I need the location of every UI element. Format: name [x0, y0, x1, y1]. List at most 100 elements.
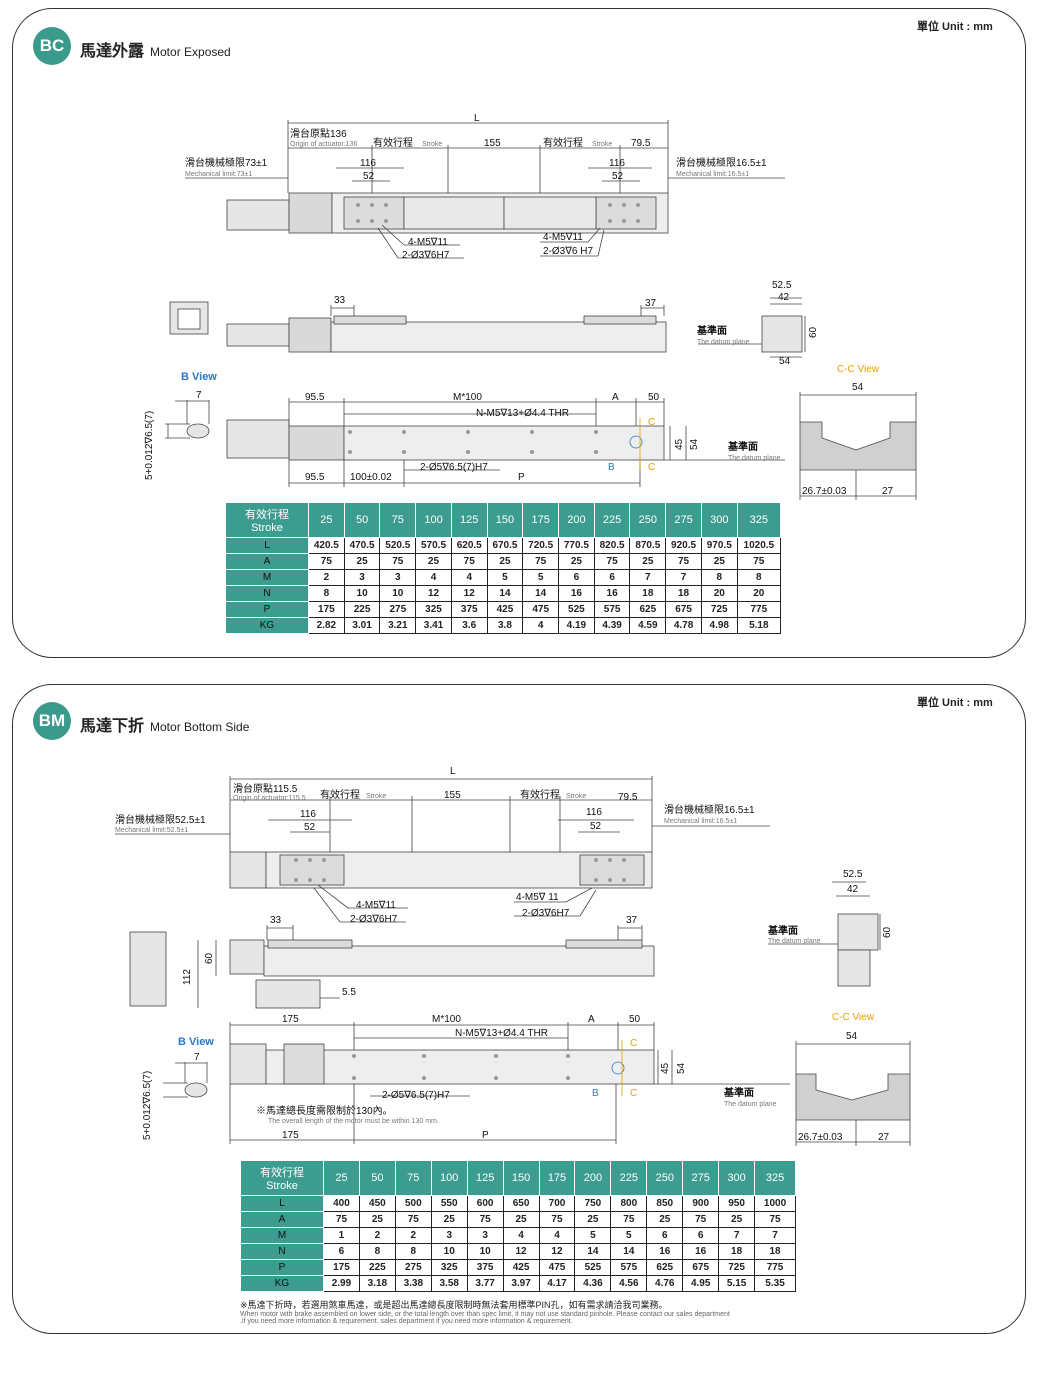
- bm-table-cell: 800: [610, 1195, 648, 1212]
- bc-carriage-b: [595, 196, 657, 230]
- bm-table-cell: 750: [574, 1195, 612, 1212]
- bc-stroke-col-11: 300: [700, 502, 738, 538]
- bm-table-cell: 12: [538, 1243, 576, 1260]
- bc-stroke2-zh: 有效行程: [543, 136, 583, 149]
- bm-stroke-col-12: 325: [754, 1160, 796, 1196]
- bm-table-cell: 3.77: [466, 1275, 504, 1292]
- bc-table-cell: 12: [415, 585, 452, 602]
- bc-table-cell: 3.41: [415, 617, 452, 634]
- bc-row-label: A: [225, 553, 309, 570]
- bm-stroke-col-6: 175: [538, 1160, 576, 1196]
- bc-datum-en: The datum plane: [697, 339, 750, 346]
- bm-table-cell: 4.36: [574, 1275, 612, 1292]
- bc-table-cell: 25: [558, 553, 595, 570]
- bc-mech-left-en: Mechanical limit:73±1: [185, 171, 252, 178]
- bc-table-cell: 770.5: [558, 537, 595, 554]
- bm-table-cell: 25: [718, 1211, 756, 1228]
- bm-table-cell: 25: [646, 1211, 684, 1228]
- bc-table-cell: 720.5: [522, 537, 560, 554]
- bc-table-cell: 225: [343, 601, 381, 618]
- bc-dim-116a: 116: [360, 158, 376, 169]
- bc-origin-en: Origin of actuator:136: [290, 141, 357, 148]
- bm-row-label: L: [240, 1195, 324, 1212]
- bm-stroke-col-1: 50: [358, 1160, 396, 1196]
- bc-stroke-col-8: 225: [593, 502, 631, 538]
- bc-table-cell: 3.21: [379, 617, 417, 634]
- bm-title-zh: 馬達下折: [80, 718, 145, 735]
- bc-dim-42: 42: [778, 292, 790, 303]
- bc-table-cell: 4.39: [593, 617, 631, 634]
- bc-table-cell: 4.19: [558, 617, 595, 634]
- bc-n-thr: N-M5∇13+Ø4.4 THR: [476, 408, 569, 419]
- bm-table-cell: 1000: [754, 1195, 796, 1212]
- bm-table-cell: 1: [323, 1227, 360, 1244]
- bm-table-cell: 18: [754, 1243, 796, 1260]
- bc-stroke2-en: Stroke: [592, 141, 612, 148]
- bc-table-cell: 10: [379, 585, 417, 602]
- bc-table-cell: 20: [736, 585, 782, 602]
- bc-dim-52b: 52: [612, 171, 624, 182]
- bc-m5b: 4-M5∇11: [543, 232, 583, 243]
- bm-table-cell: 600: [466, 1195, 504, 1212]
- bm-stroke-col-10: 275: [682, 1160, 720, 1196]
- bm-table-cell: 375: [466, 1259, 504, 1276]
- bm-stroke-col-11: 300: [718, 1160, 756, 1196]
- bc-table-cell: 6: [593, 569, 631, 586]
- bc-dim-795: 79.5: [631, 138, 651, 149]
- bm-table-cell: 14: [574, 1243, 612, 1260]
- bm-row-label: N: [240, 1243, 324, 1260]
- bc-table-cell: 8: [736, 569, 782, 586]
- bc-coupler-top: [288, 192, 333, 234]
- bc-table-cell: 275: [379, 601, 417, 618]
- bc-stroke-en: Stroke: [422, 141, 442, 148]
- bm-table-cell: 550: [430, 1195, 468, 1212]
- bc-table-cell: 4.98: [700, 617, 738, 634]
- bm-table-cell: 6: [323, 1243, 360, 1260]
- bc-dim-7: 7: [196, 390, 202, 401]
- bc-table-cell: 14: [522, 585, 560, 602]
- bm-table-cell: 475: [538, 1259, 576, 1276]
- bm-footnote-en1: When motor with brake assembled on lower…: [240, 1311, 730, 1318]
- bc-table-cell: 25: [343, 553, 381, 570]
- bc-table-cell: 670.5: [486, 537, 524, 554]
- bm-stroke-col-7: 200: [574, 1160, 612, 1196]
- bc-table-cell: 75: [593, 553, 631, 570]
- bc-c1: C: [648, 417, 655, 428]
- bc-row-label: M: [225, 569, 309, 586]
- bc-stroke-col-7: 200: [558, 502, 595, 538]
- bm-table-cell: 3.97: [502, 1275, 540, 1292]
- bm-table-cell: 525: [574, 1259, 612, 1276]
- bc-dim-45: 45: [674, 438, 685, 450]
- bm-table-cell: 225: [358, 1259, 396, 1276]
- bc-table-cell: 14: [486, 585, 524, 602]
- bc-table-cell: 75: [308, 553, 345, 570]
- bm-stroke-col-5: 150: [502, 1160, 540, 1196]
- bc-table-cell: 575: [593, 601, 631, 618]
- bm-stroke-col-2: 75: [394, 1160, 432, 1196]
- bc-table-cell: 970.5: [700, 537, 738, 554]
- bm-table-cell: 25: [574, 1211, 612, 1228]
- bc-table-cell: 7: [665, 569, 702, 586]
- bc-dim-525: 52.5: [772, 280, 792, 291]
- bc-dim-955: 95.5: [305, 392, 325, 403]
- bm-table-cell: 850: [646, 1195, 684, 1212]
- bc-table-cell: 425: [486, 601, 524, 618]
- bc-datum2-zh: 基準面: [727, 440, 758, 453]
- bc-row-label: KG: [225, 617, 309, 634]
- bc-table-cell: 870.5: [629, 537, 667, 554]
- bc-table-cell: 625: [629, 601, 667, 618]
- bc-row-label: N: [225, 585, 309, 602]
- bc-badge: BC: [33, 27, 71, 65]
- bc-stroke-col-3: 100: [415, 502, 452, 538]
- bc-table-cell: 8: [308, 585, 345, 602]
- bc-dim-60: 60: [808, 326, 819, 338]
- bm-table-cell: 325: [430, 1259, 468, 1276]
- bc-table-cell: 3: [343, 569, 381, 586]
- bm-table-cell: 18: [718, 1243, 756, 1260]
